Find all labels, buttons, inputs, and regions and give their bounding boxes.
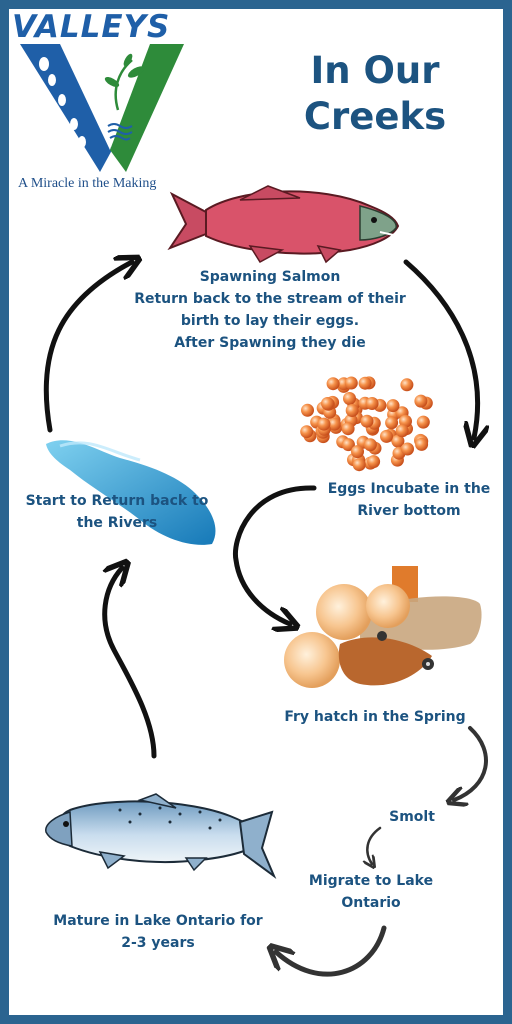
- title-line-2: Creeks: [303, 95, 447, 138]
- egg: [326, 377, 340, 391]
- return-label: Start to Return back to the Rivers: [12, 490, 222, 534]
- migrate-line-2: Ontario: [341, 895, 401, 911]
- egg: [351, 445, 364, 459]
- egg: [391, 434, 405, 448]
- egg: [358, 376, 372, 390]
- egg: [401, 442, 414, 456]
- arrow-smolt-to-migrate: [367, 826, 382, 864]
- spawning-salmon-illustration: [167, 185, 400, 264]
- title-line-1: In Our: [310, 49, 440, 92]
- eggs-label: Eggs Incubate in the River bottom: [314, 478, 504, 522]
- mature-line-1: Mature in Lake Ontario for: [53, 913, 263, 929]
- egg: [414, 394, 428, 408]
- return-line-2: the Rivers: [76, 515, 158, 531]
- egg: [317, 417, 331, 431]
- fry-hatching-illustration: [284, 566, 482, 688]
- egg: [344, 376, 358, 390]
- mature-line-2: 2-3 years: [121, 935, 195, 951]
- mature-salmon-illustration: [45, 793, 277, 879]
- river-illustration: [46, 440, 216, 545]
- egg: [400, 378, 414, 392]
- logo-tagline: A Miracle in the Making: [18, 176, 157, 191]
- egg: [328, 417, 341, 431]
- fry-line-1: Fry hatch in the Spring: [284, 709, 466, 725]
- spawning-line-4: After Spawning they die: [174, 335, 366, 351]
- egg: [300, 425, 314, 439]
- arrow-migrate-to-mature: [276, 925, 387, 977]
- spawning-line-2: Return back to the stream of their: [134, 291, 406, 307]
- mature-label: Mature in Lake Ontario for 2-3 years: [38, 910, 278, 954]
- egg: [386, 399, 400, 413]
- egg: [385, 416, 399, 430]
- migrate-label: Migrate to Lake Ontario: [296, 870, 446, 914]
- egg: [345, 404, 359, 417]
- egg: [380, 429, 393, 443]
- egg: [416, 415, 430, 429]
- arrow-mature-to-return: [102, 568, 157, 759]
- egg: [360, 414, 374, 428]
- arrow-fry-to-smolt: [454, 726, 488, 800]
- egg: [343, 392, 356, 405]
- return-line-1: Start to Return back to: [25, 493, 209, 509]
- arrow-spawning-to-eggs: [403, 259, 478, 438]
- page-title: In Our Creeks: [280, 48, 470, 140]
- egg: [395, 424, 409, 438]
- egg: [341, 438, 355, 452]
- eggs-line-2: River bottom: [357, 503, 461, 519]
- smolt-label: Smolt: [372, 806, 452, 828]
- spawning-line-1: Spawning Salmon: [199, 269, 341, 285]
- egg: [367, 455, 381, 469]
- arrow-eggs-to-fry: [232, 485, 317, 624]
- fry-label: Fry hatch in the Spring: [270, 706, 480, 728]
- migrate-line-1: Migrate to Lake: [308, 873, 434, 889]
- egg: [341, 422, 355, 436]
- egg: [365, 397, 379, 410]
- spawning-line-3: birth to lay their eggs.: [180, 313, 360, 329]
- arrow-return-to-spawning: [43, 262, 132, 433]
- egg: [301, 403, 314, 417]
- egg: [415, 437, 429, 451]
- logo-emblem: [20, 44, 184, 172]
- logo-wordmark: VALLEYS: [12, 9, 171, 45]
- cycle-arrows: [43, 259, 488, 977]
- egg: [352, 458, 366, 472]
- salmon-eggs-illustration: [300, 376, 433, 472]
- egg: [321, 397, 334, 410]
- spawning-salmon-label: Spawning Salmon Return back to the strea…: [128, 266, 412, 354]
- egg: [363, 438, 377, 452]
- smolt-line-1: Smolt: [389, 809, 435, 825]
- eggs-line-1: Eggs Incubate in the: [327, 481, 491, 497]
